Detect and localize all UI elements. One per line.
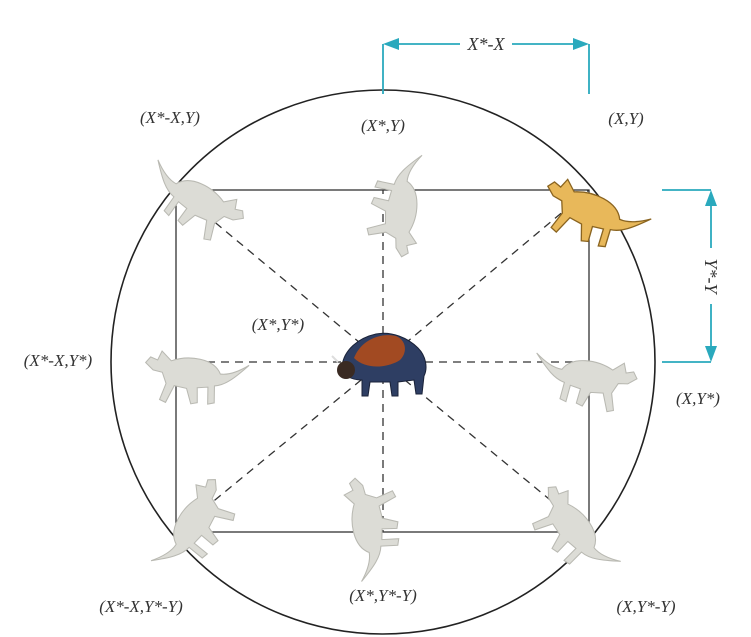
label-top-center: (X*,Y) [361, 116, 405, 135]
y-dimension-marker [662, 189, 717, 363]
label-bottom-center: (X*,Y*-Y) [349, 586, 417, 605]
x-dimension-marker [382, 38, 590, 94]
wolf-icon [341, 471, 410, 583]
wolf-icon [134, 157, 251, 252]
y-dimension-label: Y*-Y [701, 258, 721, 295]
label-top-right: (X,Y) [608, 109, 644, 128]
wolf-icon [364, 150, 425, 259]
x-dimension-label: X*-X [467, 34, 506, 54]
wolf-icon [518, 478, 623, 592]
wolf-icon [529, 350, 640, 416]
label-bottom-left: (X*-X,Y*-Y) [99, 597, 183, 616]
label-mid-right: (X,Y*) [676, 389, 720, 408]
wolf-icon [148, 471, 248, 587]
label-mid-left: (X*-X,Y*) [24, 351, 93, 370]
label-center: (X*,Y*) [252, 315, 305, 334]
bison-icon [331, 332, 427, 397]
label-bottom-right: (X,Y*-Y) [616, 597, 675, 616]
label-top-left: (X*-X,Y) [140, 108, 200, 127]
wolf-icon [140, 348, 250, 414]
